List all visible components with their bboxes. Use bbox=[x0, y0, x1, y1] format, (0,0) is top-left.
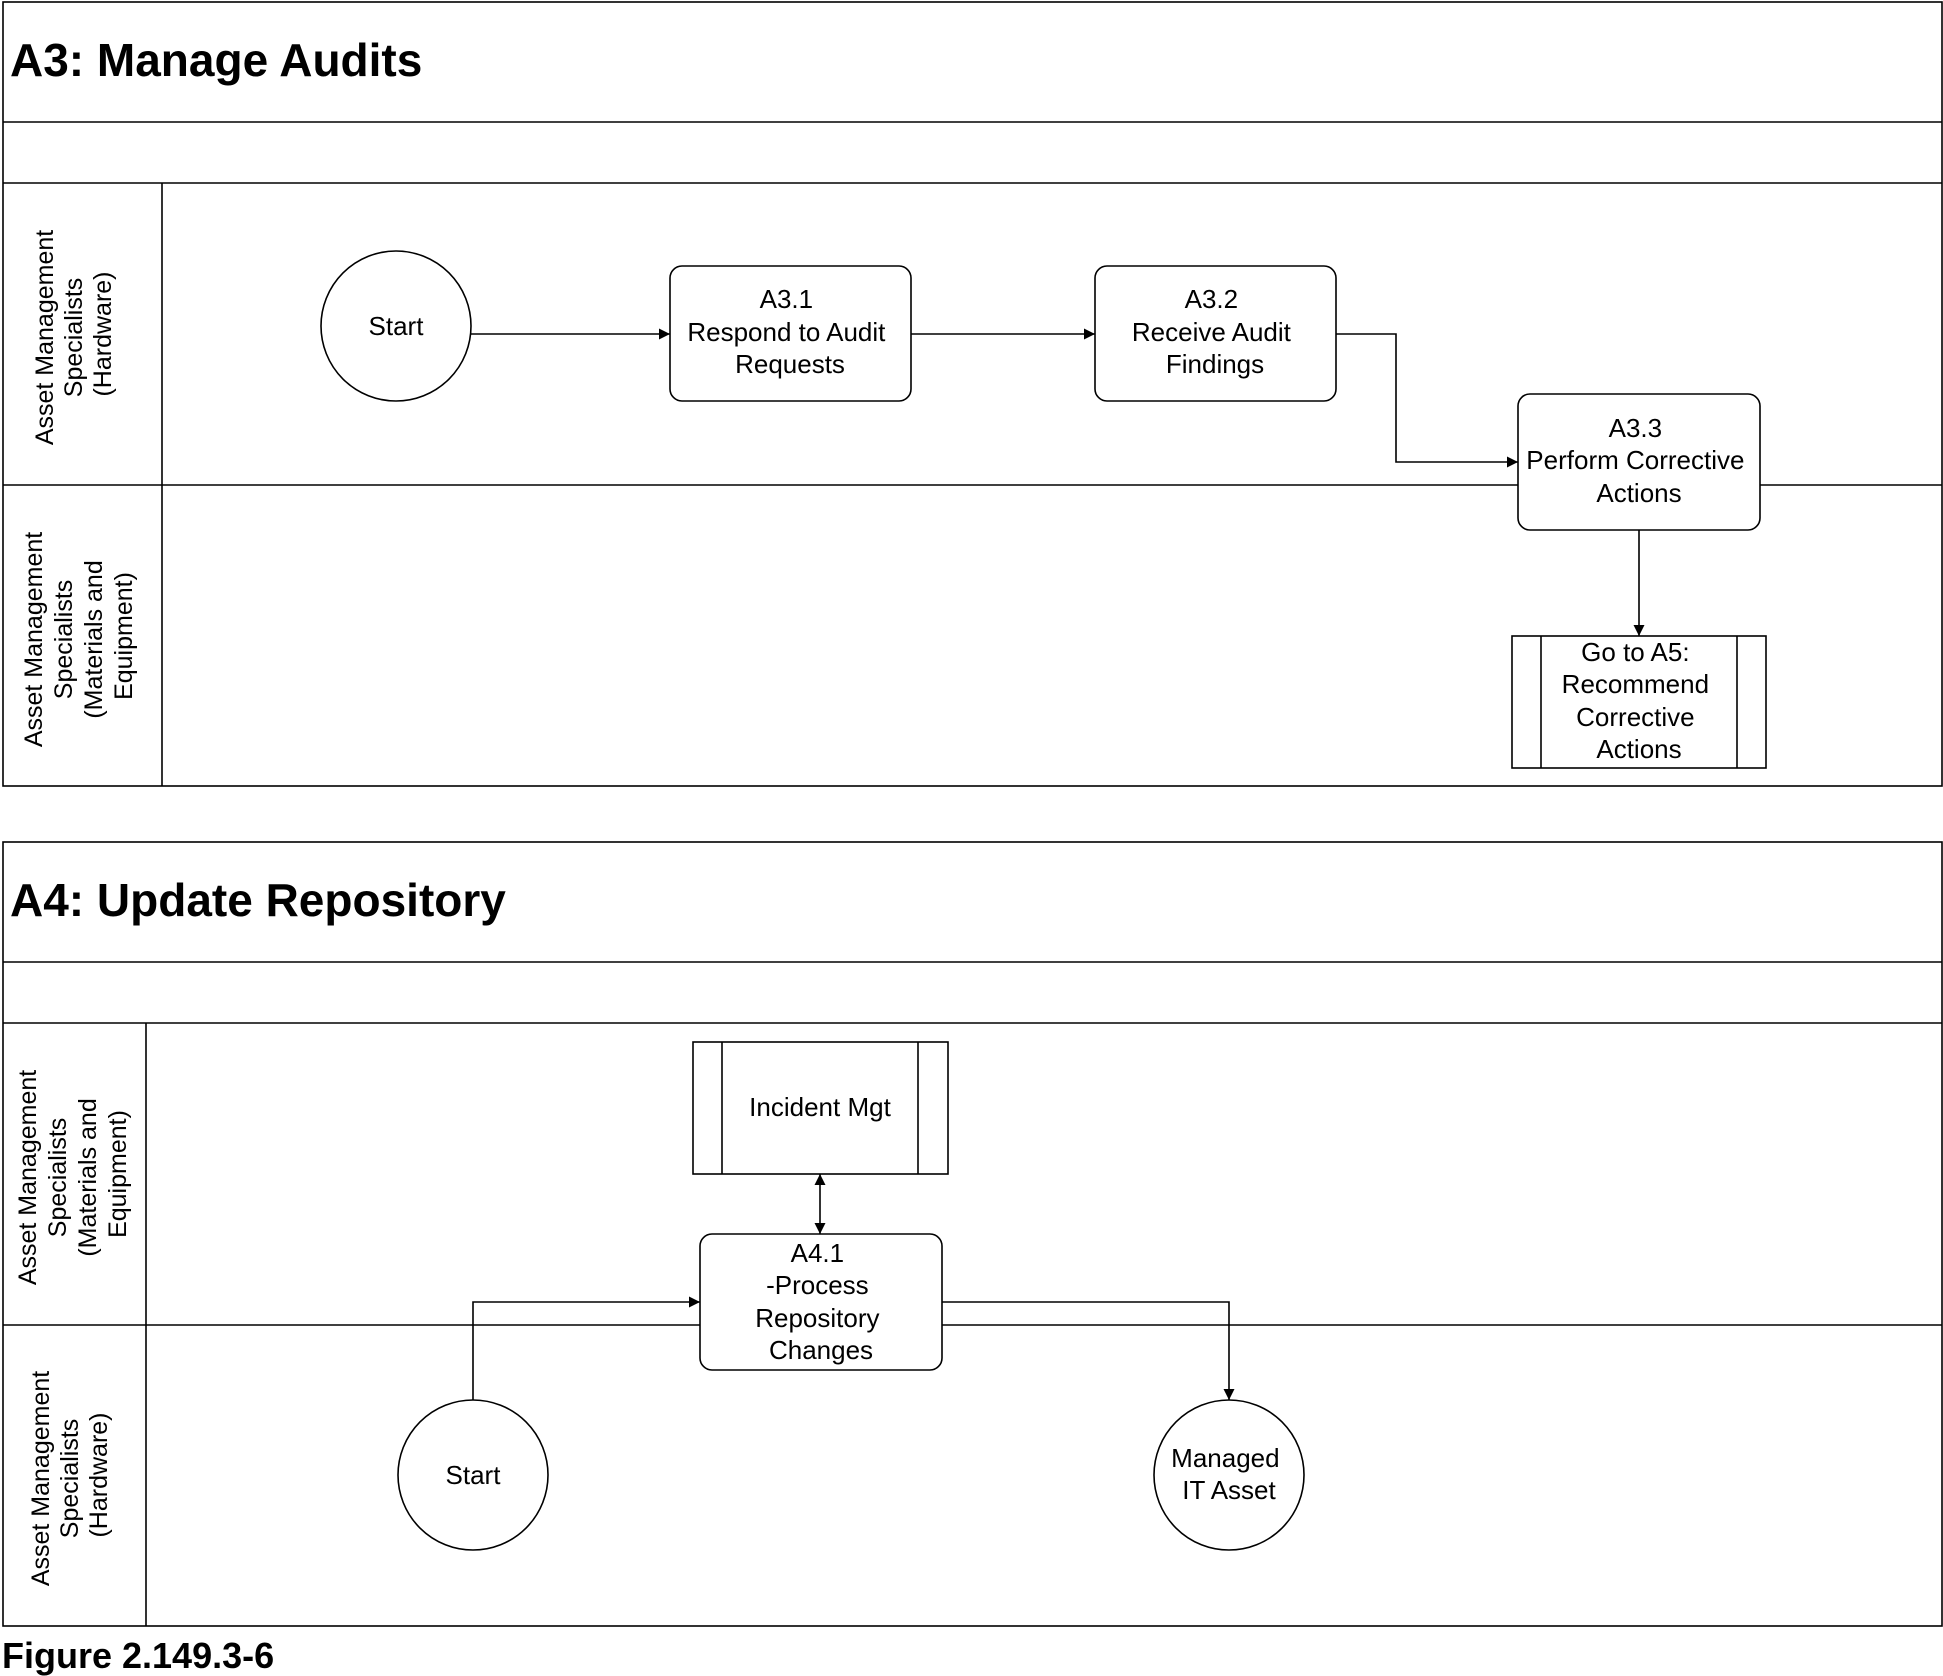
section-a4: A4: Update Repository Asset Management S… bbox=[2, 841, 1943, 1627]
node-a3-2[interactable]: A3.2 Receive Audit Findings bbox=[1094, 265, 1337, 402]
node-label: Start bbox=[446, 1460, 502, 1490]
node-label: A3.2 Receive Audit Findings bbox=[1132, 284, 1298, 379]
lane-label-a4-hardware: Asset Management Specialists (Hardware) bbox=[27, 1364, 113, 1586]
node-a4-start[interactable]: Start bbox=[397, 1399, 549, 1551]
section-a4-title: A4: Update Repository bbox=[10, 874, 506, 926]
node-a4-incident-mgt[interactable]: Incident Mgt bbox=[692, 1041, 949, 1175]
node-a3-1[interactable]: A3.1 Respond to Audit Requests bbox=[669, 265, 912, 402]
lane-label-a3-hardware: Asset Management Specialists (Hardware) bbox=[31, 223, 117, 445]
section-a3-frame bbox=[2, 1, 1943, 787]
process-box bbox=[1517, 393, 1761, 531]
node-a3-goto-a5[interactable]: Go to A5: Recommend Corrective Actions bbox=[1511, 635, 1767, 769]
lane-label-a3-materials-equipment: Asset Management Specialists (Materials … bbox=[20, 525, 138, 747]
node-a3-3[interactable]: A3.3 Perform Corrective Actions bbox=[1517, 393, 1761, 531]
section-a3: A3: Manage Audits Asset Management Speci… bbox=[2, 1, 1943, 787]
predefined-process-box bbox=[1511, 635, 1767, 769]
process-box bbox=[699, 1233, 943, 1371]
start-circle bbox=[320, 250, 472, 402]
node-label: Go to A5: Recommend Corrective Actions bbox=[1562, 637, 1717, 764]
node-label: A3.1 Respond to Audit Requests bbox=[687, 284, 892, 379]
section-a4-frame bbox=[2, 841, 1943, 1627]
figure-caption: Figure 2.149.3-6 bbox=[2, 1635, 274, 1676]
node-label: Incident Mgt bbox=[749, 1092, 891, 1122]
edge-a3-2-to-a3-3 bbox=[1336, 333, 1518, 468]
node-a4-1[interactable]: A4.1 -Process Repository Changes bbox=[699, 1233, 943, 1371]
process-box bbox=[1094, 265, 1337, 402]
node-a4-managed-it-asset[interactable]: Managed IT Asset bbox=[1153, 1399, 1305, 1551]
section-a3-title: A3: Manage Audits bbox=[10, 34, 422, 86]
node-label: A4.1 -Process Repository Changes bbox=[755, 1238, 887, 1365]
node-a3-start[interactable]: Start bbox=[320, 250, 472, 402]
node-label: Managed IT Asset bbox=[1171, 1443, 1287, 1505]
start-circle bbox=[397, 1399, 549, 1551]
edge-a4-1-to-managed-it-asset bbox=[942, 1301, 1235, 1400]
node-label: A3.3 Perform Corrective Actions bbox=[1526, 413, 1751, 508]
node-label: Start bbox=[369, 311, 425, 341]
predefined-process-box bbox=[692, 1041, 949, 1175]
process-box bbox=[669, 265, 912, 402]
edge-start-to-a4-1 bbox=[472, 1296, 700, 1400]
lane-label-a4-materials-equipment: Asset Management Specialists (Materials … bbox=[14, 1063, 132, 1285]
end-circle bbox=[1153, 1399, 1305, 1551]
